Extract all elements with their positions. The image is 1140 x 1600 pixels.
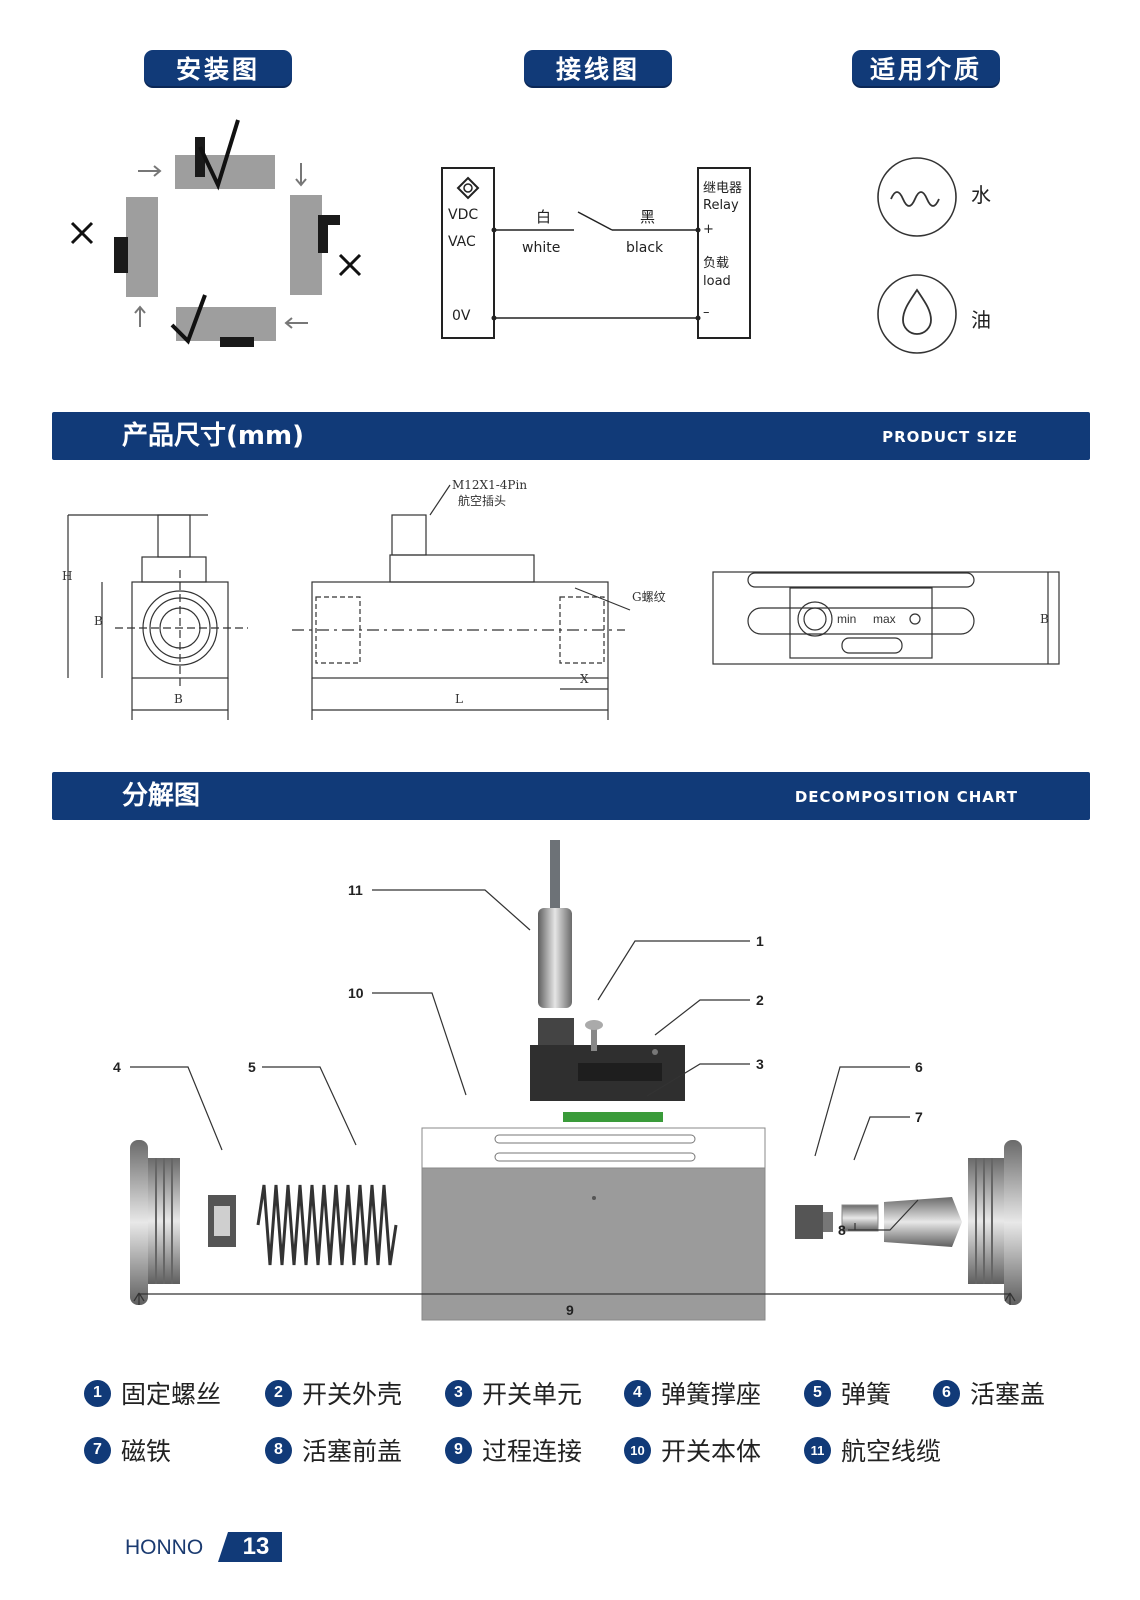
legend-num: 4 xyxy=(624,1379,651,1407)
decomposition-title: 分解图 xyxy=(122,781,201,811)
legend-item-1: 1 固定螺丝 xyxy=(84,1375,221,1411)
callout-4: 4 xyxy=(113,1059,121,1075)
black-en-label: black xyxy=(626,240,664,256)
connector-label-2: 航空插头 xyxy=(458,493,506,508)
vdc-label: VDC xyxy=(448,207,479,223)
legend-label: 开关外壳 xyxy=(302,1380,403,1409)
callout-11: 11 xyxy=(348,882,363,898)
legend-num: 3 xyxy=(445,1379,472,1407)
decomposition-title-en: DECOMPOSITION CHART xyxy=(794,788,1018,806)
oil-drop-icon xyxy=(877,274,957,354)
legend-label: 航空线缆 xyxy=(841,1437,942,1466)
legend-num: 7 xyxy=(84,1436,111,1464)
legend-num: 9 xyxy=(445,1436,472,1464)
legend-num: 5 xyxy=(804,1379,831,1407)
callout-3: 3 xyxy=(756,1056,764,1072)
vac-label: VAC xyxy=(448,234,476,250)
white-en-label: white xyxy=(522,240,561,256)
dim-b-side-label: B xyxy=(94,614,103,628)
product-size-bar: 产品尺寸(mm) PRODUCT SIZE xyxy=(52,412,1090,460)
callout-2: 2 xyxy=(756,992,764,1008)
legend-label: 固定螺丝 xyxy=(121,1380,222,1409)
min-label: min xyxy=(837,612,856,626)
legend-label: 弹簧 xyxy=(841,1380,892,1409)
relay-en-label: Relay xyxy=(703,198,739,213)
legend-item-5: 5 弹簧 xyxy=(804,1375,891,1411)
callout-7: 7 xyxy=(915,1109,923,1125)
callout-10: 10 xyxy=(348,985,364,1001)
legend-item-10: 10 开关本体 xyxy=(624,1432,761,1468)
legend-num: 1 xyxy=(84,1379,111,1407)
white-cn-label: 白 xyxy=(536,208,552,226)
callout-9: 9 xyxy=(566,1302,574,1318)
legend-num: 11 xyxy=(804,1436,831,1464)
relay-cn-label: 继电器 xyxy=(703,181,743,196)
legend-num: 2 xyxy=(265,1379,292,1407)
page-number: 13 xyxy=(242,1533,270,1560)
installation-title: 安装图 xyxy=(144,50,292,86)
dimension-drawings: H B B L X M12X1-4Pin 航空插头 G螺纹 B min max xyxy=(62,478,1060,720)
load-cn-label: 负载 xyxy=(703,256,730,271)
legend-label: 活塞盖 xyxy=(970,1380,1046,1409)
product-size-title: 产品尺寸(mm) xyxy=(122,421,304,451)
product-size-title-en: PRODUCT SIZE xyxy=(882,428,1018,446)
legend-item-3: 3 开关单元 xyxy=(445,1375,582,1411)
installation-diagram xyxy=(70,119,362,347)
water-icon xyxy=(877,157,957,237)
black-cn-label: 黑 xyxy=(640,208,656,226)
callout-8: 8 xyxy=(838,1222,846,1238)
water-label: 水 xyxy=(971,183,991,207)
callout-1: 1 xyxy=(756,933,764,949)
dim-l-label: L xyxy=(455,692,463,706)
legend-item-2: 2 开关外壳 xyxy=(265,1375,402,1411)
dim-x-label: X xyxy=(580,672,589,686)
footer-page-number: 13 xyxy=(218,1532,282,1562)
legend-label: 活塞前盖 xyxy=(302,1437,403,1466)
legend-item-4: 4 弹簧撑座 xyxy=(624,1375,761,1411)
exploded-view: 11 1 2 3 10 4 5 6 7 8 9 xyxy=(113,840,1022,1321)
dim-h-label: H xyxy=(62,569,72,583)
thread-label: G螺纹 xyxy=(632,590,666,604)
callout-6: 6 xyxy=(915,1059,923,1075)
legend-label: 弹簧撑座 xyxy=(661,1380,762,1409)
wiring-diagram xyxy=(441,167,751,339)
legend-item-11: 11 航空线缆 xyxy=(804,1432,941,1468)
legend-label: 开关本体 xyxy=(661,1437,762,1466)
legend-item-9: 9 过程连接 xyxy=(445,1432,582,1468)
callout-5: 5 xyxy=(248,1059,256,1075)
legend-num: 8 xyxy=(265,1436,292,1464)
legend-item-8: 8 活塞前盖 xyxy=(265,1432,402,1468)
plus-label: + xyxy=(703,222,714,237)
load-en-label: load xyxy=(703,274,731,289)
dim-b-label: B xyxy=(174,692,183,706)
legend-label: 过程连接 xyxy=(482,1437,583,1466)
legend-item-6: 6 活塞盖 xyxy=(933,1375,1045,1411)
oil-label: 油 xyxy=(971,308,991,332)
legend-num: 6 xyxy=(933,1379,960,1407)
legend-item-7: 7 磁铁 xyxy=(84,1432,171,1468)
wiring-title: 接线图 xyxy=(524,50,672,86)
footer-brand: HONNO xyxy=(125,1536,204,1559)
dim-b-right-label: B xyxy=(1040,612,1049,626)
connector-label-1: M12X1-4Pin xyxy=(452,478,527,492)
max-label: max xyxy=(873,612,896,626)
legend-num: 10 xyxy=(624,1436,651,1464)
zero-v-label: 0V xyxy=(452,308,471,324)
decomposition-bar: 分解图 DECOMPOSITION CHART xyxy=(52,772,1090,820)
minus-label: – xyxy=(703,305,710,320)
media-title: 适用介质 xyxy=(852,50,1000,86)
legend-label: 磁铁 xyxy=(121,1437,172,1466)
legend-label: 开关单元 xyxy=(482,1380,583,1409)
